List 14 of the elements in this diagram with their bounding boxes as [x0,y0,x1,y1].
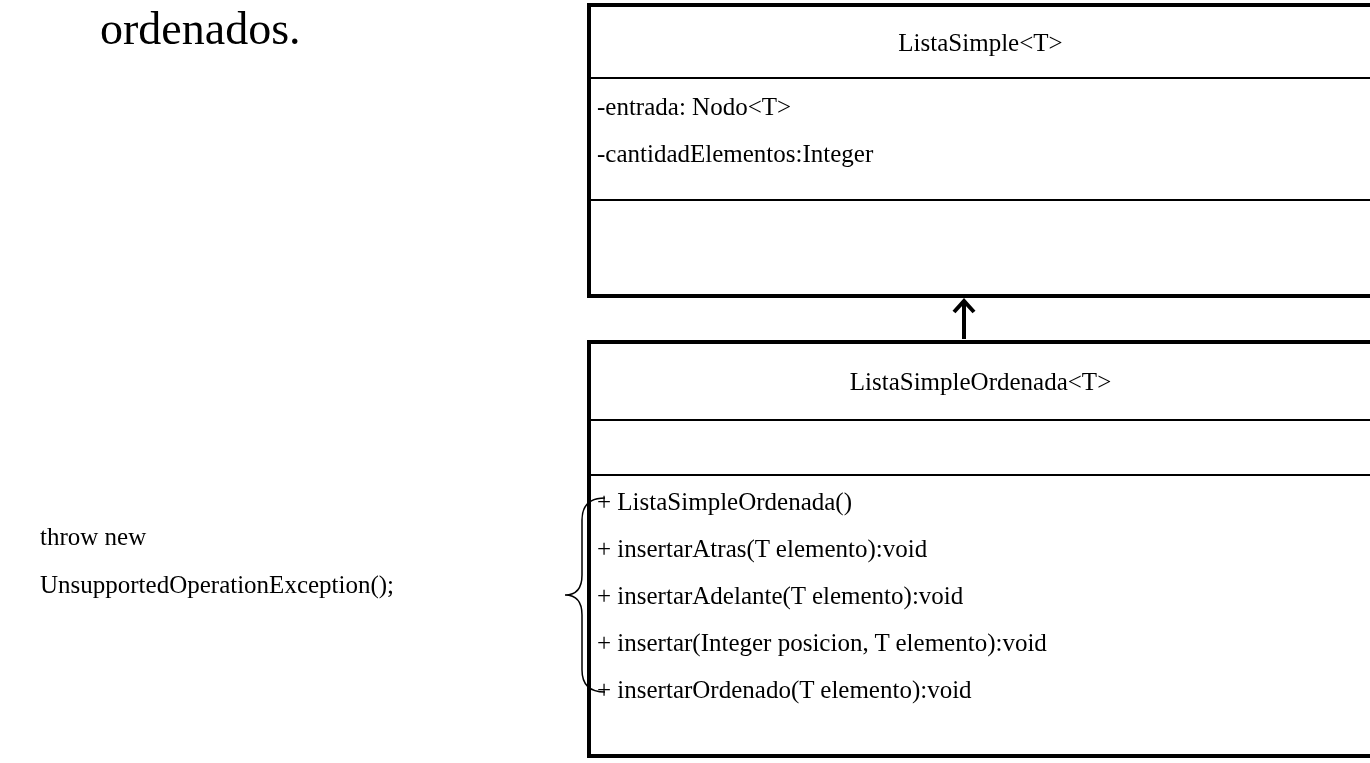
method-text: + insertarAtras(T elemento):void [597,534,928,565]
title: ordenados. [100,2,301,55]
class-box [587,340,1370,758]
method-text: + insertarOrdenado(T elemento):void [597,675,972,706]
attribute-text: -cantidadElementos:Integer [597,139,874,169]
inheritance-arrow [952,299,976,339]
class-box [587,3,1370,298]
method-text: + insertar(Integer posicion, T elemento):void [597,628,1047,659]
method-text: + insertarAdelante(T elemento):void [597,581,964,612]
note-text: throw new UnsupportedOperationException(); [40,522,396,601]
method-text: + ListaSimpleOrdenada() [597,487,852,518]
attribute-text: -entrada: Nodo<T> [597,92,792,122]
class-name: ListaSimple<T> [898,27,1063,58]
class-name: ListaSimpleOrdenada<T> [849,367,1112,397]
